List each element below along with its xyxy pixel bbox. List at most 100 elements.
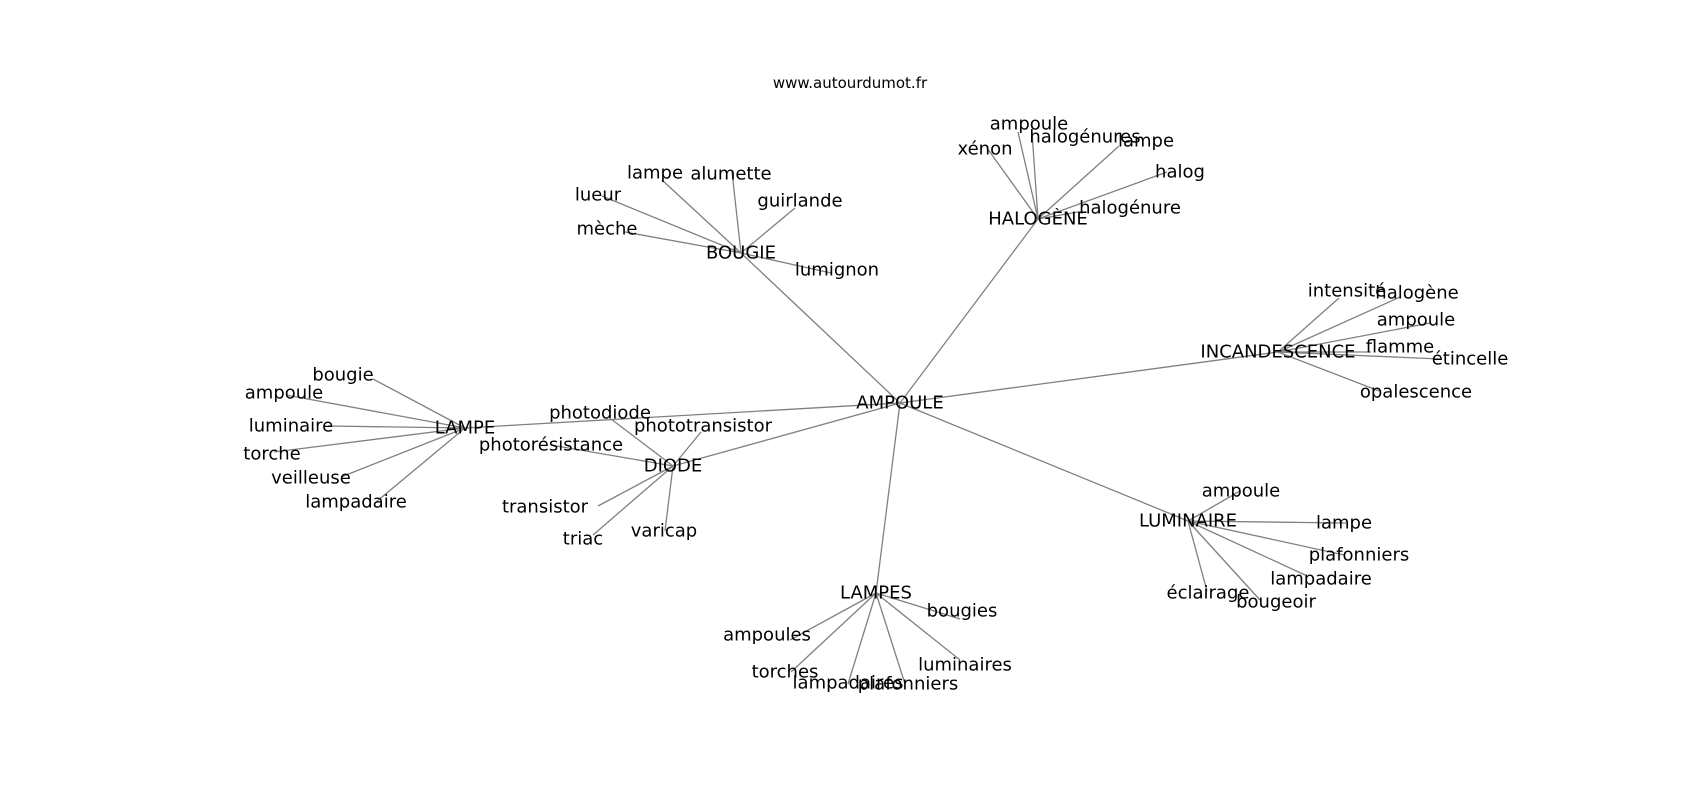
hub-node: INCANDESCENCE	[1200, 342, 1355, 363]
leaf-node: opalescence	[1360, 382, 1472, 403]
leaf-node: mèche	[577, 219, 638, 240]
leaf-node: bougie	[312, 365, 373, 386]
graph-edge	[1187, 520, 1345, 556]
leaf-node: photodiode	[549, 403, 651, 424]
leaf-node: luminaires	[918, 655, 1012, 676]
graph-edge	[1187, 520, 1347, 524]
graph-edge	[1017, 131, 1039, 220]
leaf-node: plafonniers	[858, 674, 958, 695]
graph-edge	[790, 592, 877, 673]
graph-edge	[610, 418, 674, 467]
leaf-node: lampe	[1118, 131, 1174, 152]
leaf-node: halogénure	[1079, 198, 1181, 219]
hub-node: BOUGIE	[706, 243, 776, 264]
leaf-node: ampoule	[245, 383, 324, 404]
leaf-node: phototransistor	[634, 416, 773, 437]
graph-edge	[1037, 145, 1120, 220]
graph-edge	[597, 465, 674, 507]
leaf-node: flamme	[1366, 337, 1435, 358]
graph-edge	[550, 444, 674, 467]
graph-edge	[986, 147, 1039, 220]
leaf-node: bougies	[927, 601, 998, 622]
graph-edge	[875, 592, 961, 620]
leaf-node: lampe	[1316, 513, 1372, 534]
leaf-node: lueur	[575, 185, 622, 206]
graph-edge	[847, 592, 877, 685]
leaf-node: triac	[563, 529, 603, 550]
leaf-node: ampoule	[1202, 481, 1281, 502]
graph-edge	[1277, 351, 1380, 392]
graph-edge	[1187, 520, 1208, 592]
graph-edge	[664, 465, 674, 532]
hub-node: LUMINAIRE	[1139, 511, 1237, 532]
leaf-node: ampoules	[723, 625, 811, 646]
site-url: www.autourdumot.fr	[773, 74, 928, 92]
leaf-node: ampoule	[990, 114, 1069, 135]
hub-node: HALOGÈNE	[988, 208, 1088, 230]
leaf-node: halog	[1155, 162, 1205, 183]
leaf-node: intensité	[1308, 281, 1386, 302]
graph-edge	[875, 592, 961, 661]
graph-edge	[740, 207, 796, 254]
leaf-node: alumette	[690, 164, 771, 185]
leaf-node: veilleuse	[271, 468, 351, 489]
leaf-node: torches	[752, 662, 819, 683]
leaf-node: transistor	[502, 497, 589, 518]
graph-edge	[340, 427, 466, 478]
leaf-node: lampadaires	[793, 673, 904, 694]
graph-edge	[372, 378, 466, 429]
graph-edge	[1037, 211, 1079, 220]
graph-edge	[789, 592, 877, 641]
leaf-node: halogène	[1375, 283, 1458, 304]
graph-edge	[1187, 520, 1261, 601]
graph-edge	[1037, 171, 1168, 220]
graph-edge	[740, 252, 901, 404]
leaf-node: lampadaire	[1270, 569, 1372, 590]
leaf-node: luminaire	[249, 416, 333, 437]
graph-edge	[1277, 351, 1441, 360]
graph-edge	[899, 402, 1189, 522]
leaf-node: torche	[243, 444, 300, 465]
hub-node: LAMPE	[435, 418, 496, 439]
graph-edge	[1187, 490, 1241, 522]
graph-edge	[273, 427, 466, 453]
leaf-node: lumignon	[795, 260, 879, 281]
leaf-node: guirlande	[757, 191, 842, 212]
graph-edge	[285, 394, 466, 429]
leaf-node: photorésistance	[479, 435, 623, 456]
graph-edge	[464, 402, 901, 429]
leaf-node: lampadaire	[305, 492, 407, 513]
graph-edge	[672, 431, 702, 467]
hub-node: LAMPES	[840, 583, 912, 604]
leaf-node: étincelle	[1432, 349, 1509, 370]
graph-edge	[740, 252, 832, 274]
graph-edge	[1187, 520, 1306, 576]
graph-edge	[327, 425, 466, 429]
graph-edge	[1277, 296, 1401, 353]
graph-edge	[875, 592, 906, 685]
graph-edge	[672, 402, 901, 467]
hub-node: DIODE	[644, 456, 703, 477]
center-node: AMPOULE	[856, 393, 943, 414]
graph-edge	[1277, 322, 1431, 353]
graph-edge	[624, 231, 742, 254]
graph-edge	[661, 179, 742, 254]
leaf-node: lampe	[627, 163, 683, 184]
leaf-node: xénon	[957, 139, 1012, 160]
leaf-node: éclairage	[1167, 583, 1250, 604]
graph-edge	[875, 402, 901, 594]
graph-edge	[899, 218, 1039, 404]
graph-edge	[375, 427, 466, 503]
graph-edge	[601, 195, 742, 254]
graph-edge	[1277, 297, 1340, 353]
leaf-node: bougeoir	[1236, 592, 1316, 613]
leaf-node: plafonniers	[1309, 545, 1409, 566]
leaf-node: ampoule	[1377, 310, 1456, 331]
leaf-node: halogénures	[1029, 127, 1140, 148]
graph-edge	[731, 171, 742, 254]
labels-layer: AMPOULE BOUGIE lampe alumette lueur guirlande…	[243, 114, 1508, 695]
graph-edge	[899, 351, 1279, 404]
edges-layer	[273, 131, 1441, 685]
graph-edge	[1031, 131, 1039, 220]
